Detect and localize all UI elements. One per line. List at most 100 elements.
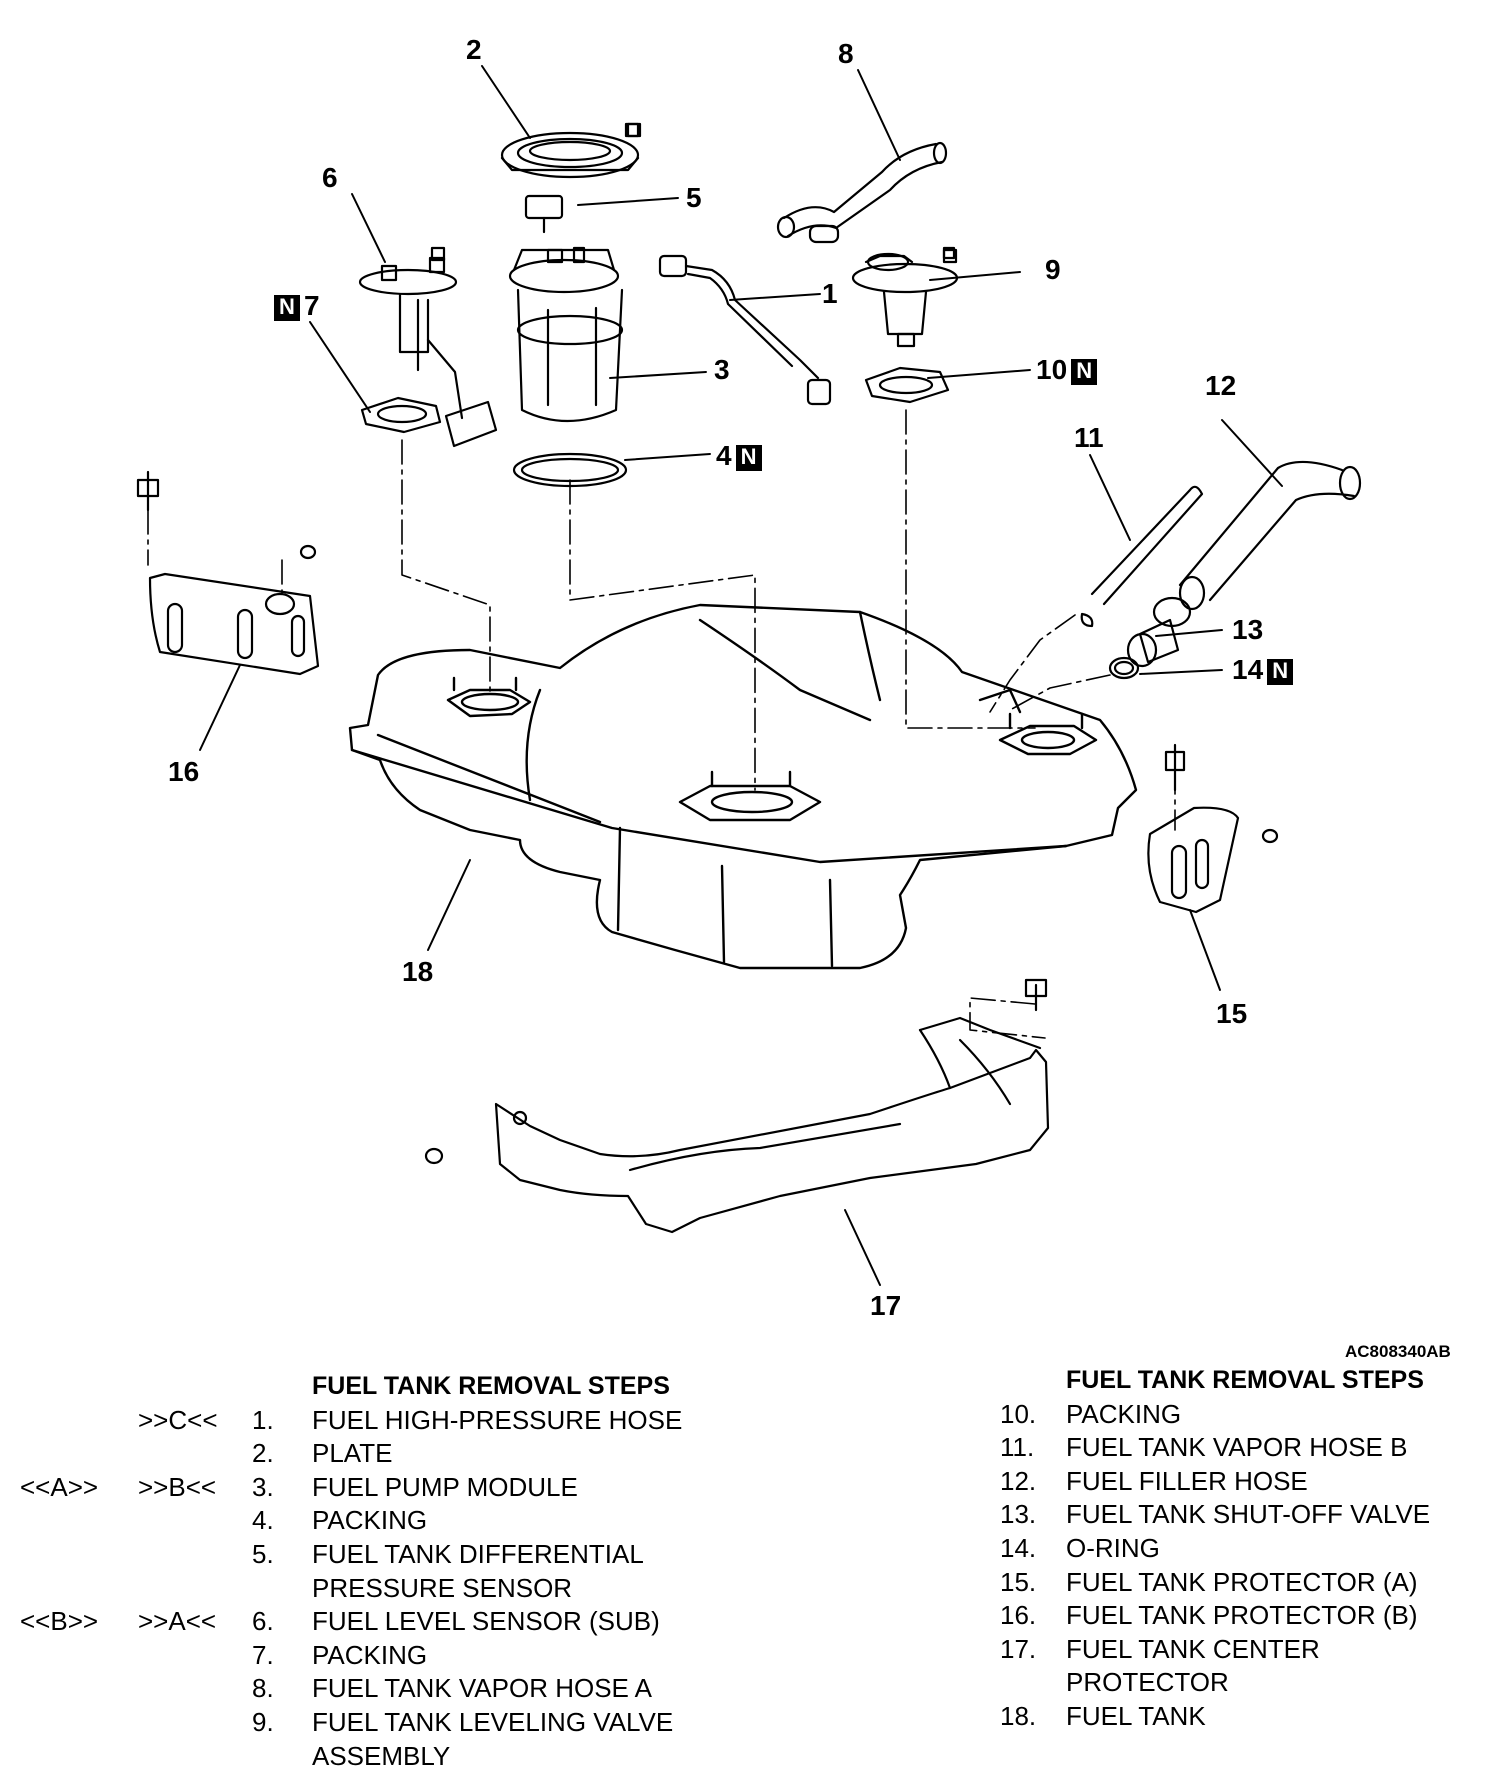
callout-2: 2 (466, 34, 482, 65)
step-text: ASSEMBLY (312, 1740, 451, 1771)
step-number: 14. (1000, 1532, 1037, 1563)
step-number: 12. (1000, 1465, 1037, 1496)
step-ref-service-b: >>B<< (138, 1471, 217, 1502)
part-high-pressure-hose (658, 254, 832, 406)
step-number: 11. (1000, 1432, 1035, 1463)
part-center-protector (424, 978, 1050, 1234)
step-row: 9. FUEL TANK LEVELING VALVE (20, 1706, 720, 1740)
step-text: FUEL PUMP MODULE (312, 1471, 578, 1502)
step-row: 4.PACKING (20, 1504, 720, 1538)
callout-14: 14 (1232, 654, 1264, 685)
step-row: 18. FUEL TANK (1000, 1700, 1480, 1734)
steps-heading: FUEL TANK REMOVAL STEPS (1066, 1366, 1424, 1394)
assembly-lines (147, 409, 1176, 1039)
step-text: FUEL TANK VAPOR HOSE A (312, 1673, 653, 1704)
step-text: PRESSURE SENSOR (312, 1572, 573, 1603)
step-row: 7. PACKING (20, 1639, 720, 1673)
callout-15: 15 (1216, 998, 1248, 1029)
step-text: FUEL TANK SHUT-OFF VALVE (1066, 1499, 1431, 1530)
callout-7: 7 (304, 290, 320, 321)
step-number: 9. (252, 1706, 274, 1737)
callout-4: 4 (716, 440, 732, 471)
step-number: 18. (1000, 1700, 1037, 1731)
callout-5: 5 (686, 182, 702, 213)
step-text: PLATE (312, 1438, 393, 1469)
steps-heading: FUEL TANK REMOVAL STEPS (312, 1372, 670, 1400)
step-ref-service-a: <<A>> (20, 1471, 99, 1502)
step-number: 10. (1000, 1398, 1037, 1429)
step-text: O-RING (1066, 1532, 1160, 1563)
figure-code: AC808340AB (1345, 1342, 1451, 1361)
step-number: 1. (252, 1404, 274, 1435)
callout-16: 16 (168, 756, 200, 787)
part-packing-10 (864, 366, 950, 404)
step-text: FUEL TANK (1066, 1700, 1206, 1731)
callout-13: 13 (1232, 614, 1264, 645)
step-number: 7. (252, 1639, 274, 1670)
part-packing-4 (512, 452, 628, 488)
step-row: 8. FUEL TANK VAPOR HOSE A (20, 1672, 720, 1706)
step-text: FUEL TANK PROTECTOR (B) (1066, 1600, 1418, 1631)
part-o-ring (1108, 656, 1140, 680)
step-row: 15. FUEL TANK PROTECTOR (A) (1000, 1566, 1480, 1600)
step-number: 13. (1000, 1499, 1037, 1530)
removal-steps-left: FUEL TANK REMOVAL STEPS >>C<<1.FUEL HIGH… (20, 1370, 720, 1773)
callout-17: 17 (870, 1290, 902, 1321)
step-text: FUEL TANK VAPOR HOSE B (1066, 1432, 1408, 1463)
step-row: 5.FUEL TANK DIFFERENTIAL (20, 1538, 720, 1572)
step-row: 11. FUEL TANK VAPOR HOSE B (1000, 1431, 1480, 1465)
step-row: >>C<<1.FUEL HIGH-PRESSURE HOSE (20, 1404, 720, 1438)
callout-1: 1 (822, 278, 838, 309)
step-number: 15. (1000, 1566, 1037, 1597)
exploded-parts-diagram (136, 65, 1362, 1286)
step-row: ASSEMBLY (20, 1740, 720, 1774)
leader-lines (199, 65, 1283, 1286)
step-row: 16.FUEL TANK PROTECTOR (B) (1000, 1599, 1480, 1633)
step-row: <<A>> >>B<< 3. FUEL PUMP MODULE (20, 1471, 720, 1505)
part-protector-a (1147, 743, 1279, 914)
step-ref-service-a: <<B>> (20, 1606, 99, 1637)
part-filler-hose (1178, 460, 1362, 611)
step-text: FUEL TANK CENTER (1066, 1633, 1320, 1664)
callout-3: 3 (714, 354, 730, 385)
new-part-mark: N (1267, 658, 1294, 685)
callout-8: 8 (838, 38, 854, 69)
part-vapor-hose-a (776, 141, 948, 244)
callout-18: 18 (402, 956, 434, 987)
part-leveling-valve (851, 248, 959, 348)
step-row: 10. PACKING (1000, 1398, 1480, 1432)
step-ref-service-b: >>C<< (138, 1404, 218, 1435)
step-number: 4. (252, 1505, 274, 1536)
callout-10: 10 (1036, 354, 1068, 385)
callout-9: 9 (1045, 254, 1061, 285)
step-number: 3. (252, 1471, 274, 1502)
part-fuel-level-sensor (358, 264, 498, 448)
callout-12: 12 (1205, 370, 1237, 401)
step-text: PACKING (312, 1639, 428, 1670)
part-plate (500, 122, 642, 179)
step-number: 5. (252, 1538, 274, 1569)
part-fuel-pump-module (428, 246, 624, 423)
step-row: PRESSURE SENSOR (20, 1572, 720, 1606)
part-pressure-sensor (524, 194, 564, 234)
step-ref-service-b: >>A<< (138, 1606, 217, 1637)
part-fuel-tank (348, 603, 1138, 970)
part-vapor-hose-b (1080, 485, 1204, 628)
step-text: FUEL TANK LEVELING VALVE (312, 1706, 674, 1737)
step-number: 6. (252, 1606, 274, 1637)
step-text: FUEL TANK PROTECTOR (A) (1066, 1566, 1418, 1597)
removal-steps-right: FUEL TANK REMOVAL STEPS 10. PACKING 11. FUE… (1000, 1364, 1480, 1734)
step-row: 12. FUEL FILLER HOSE (1000, 1465, 1480, 1499)
step-text: FUEL FILLER HOSE (1066, 1465, 1308, 1496)
step-row: PROTECTOR (1000, 1666, 1480, 1700)
callout-11: 11 (1074, 422, 1104, 453)
step-text: PACKING (1066, 1398, 1182, 1429)
step-number: 2. (252, 1438, 274, 1469)
step-number: 8. (252, 1673, 274, 1704)
step-text: PROTECTOR (1066, 1667, 1229, 1698)
step-row: 2. PLATE (20, 1437, 720, 1471)
